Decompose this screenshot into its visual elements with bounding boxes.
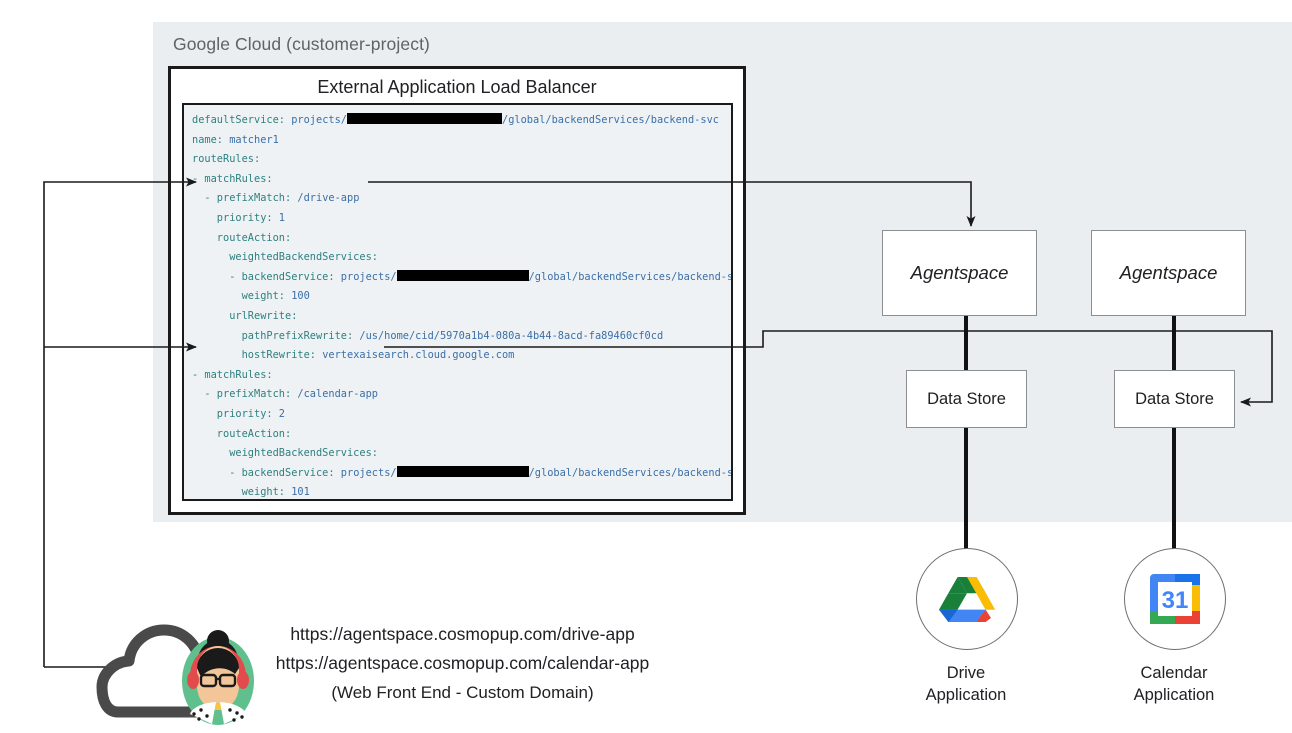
agentspace-label-1: Agentspace bbox=[910, 262, 1009, 283]
redacted-project-id bbox=[396, 269, 529, 281]
url-map-yaml-config[interactable]: defaultService: projects//global/backend… bbox=[182, 103, 733, 501]
code-line: priority: 2 bbox=[192, 407, 285, 420]
code-line: routeAction: bbox=[192, 231, 292, 244]
code-line: - prefixMatch: /drive-app bbox=[192, 192, 360, 205]
front-end-url-drive: https://agentspace.cosmopup.com/drive-ap… bbox=[290, 624, 635, 644]
drive-application-label-line-1: Drive bbox=[946, 664, 986, 682]
redacted-project-id bbox=[396, 465, 529, 477]
redacted-project-id bbox=[347, 113, 502, 124]
google-calendar-icon: 31 bbox=[1150, 574, 1200, 624]
code-line: - matchRules: bbox=[192, 172, 273, 185]
end-user-cloud-icon bbox=[78, 618, 258, 730]
code-line: - backendService: projects//global/backe… bbox=[192, 465, 733, 479]
code-line: - prefixMatch: /calendar-app bbox=[192, 388, 378, 401]
code-line: hostRewrite: vertexaisearch.cloud.google… bbox=[192, 349, 515, 362]
google-cloud-container-title: Google Cloud (customer-project) bbox=[173, 34, 430, 54]
drive-application-circle[interactable] bbox=[916, 548, 1018, 650]
data-store-label-2: Data Store bbox=[1135, 389, 1214, 408]
code-line: defaultService: projects//global/backend… bbox=[192, 113, 719, 126]
calendar-application-circle[interactable]: 31 bbox=[1124, 548, 1226, 650]
drive-application-label: Drive Application bbox=[876, 662, 1056, 706]
agentspace-box-1[interactable]: Agentspace bbox=[882, 230, 1037, 316]
code-line: weight: 100 bbox=[192, 290, 310, 303]
code-line: pathPrefixRewrite: /us/home/cid/5970a1b4… bbox=[192, 329, 664, 342]
code-line: - backendService: projects//global/backe… bbox=[192, 269, 733, 283]
code-line: name: matcher1 bbox=[192, 133, 279, 146]
code-line: - matchRules: bbox=[192, 368, 273, 381]
drive-application-label-line-2: Application bbox=[925, 686, 1007, 704]
front-end-caption: (Web Front End - Custom Domain) bbox=[331, 683, 594, 702]
front-end-url-calendar: https://agentspace.cosmopup.com/calendar… bbox=[275, 653, 650, 673]
agentspace-box-2[interactable]: Agentspace bbox=[1091, 230, 1246, 316]
user-avatar-icon bbox=[182, 630, 254, 725]
google-drive-icon bbox=[939, 577, 995, 622]
calendar-day-number: 31 bbox=[1162, 587, 1189, 614]
code-line: routeRules: bbox=[192, 153, 261, 166]
code-line: weightedBackendServices: bbox=[192, 447, 378, 460]
data-store-box-1[interactable]: Data Store bbox=[906, 370, 1027, 428]
code-line: weight: 101 bbox=[192, 486, 310, 499]
code-line: routeAction: bbox=[192, 427, 292, 440]
code-line: urlRewrite: bbox=[192, 309, 298, 322]
calendar-application-label-line-1: Calendar bbox=[1140, 664, 1208, 682]
calendar-application-label-line-2: Application bbox=[1133, 686, 1215, 704]
code-line: weightedBackendServices: bbox=[192, 251, 378, 264]
front-end-url-block: https://agentspace.cosmopup.com/drive-ap… bbox=[255, 620, 670, 708]
calendar-application-label: Calendar Application bbox=[1084, 662, 1264, 706]
data-store-label-1: Data Store bbox=[927, 389, 1006, 408]
code-line: priority: 1 bbox=[192, 211, 285, 224]
load-balancer-title: External Application Load Balancer bbox=[317, 77, 597, 97]
agentspace-label-2: Agentspace bbox=[1119, 262, 1218, 283]
data-store-box-2[interactable]: Data Store bbox=[1114, 370, 1235, 428]
